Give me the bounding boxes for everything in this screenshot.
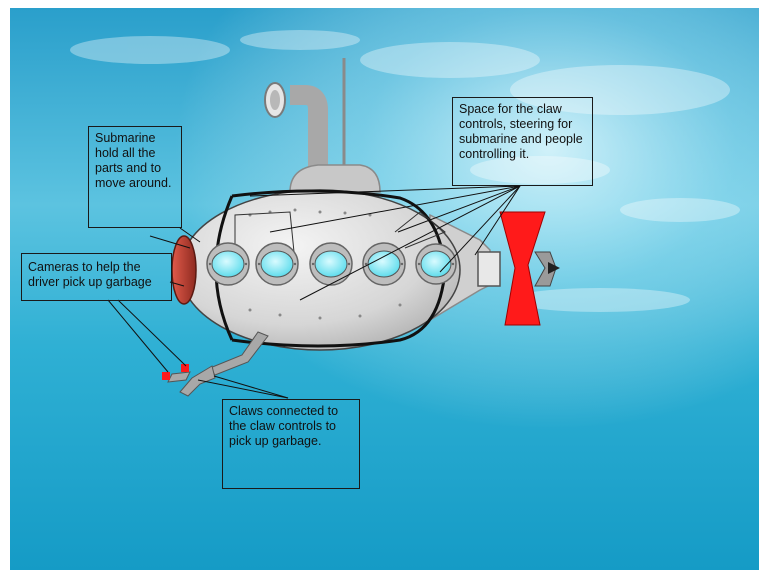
claw-icon	[162, 331, 269, 397]
label-claws: Claws connected to the claw controls to …	[222, 399, 360, 489]
label-cameras: Cameras to help the driver pick up garba…	[21, 253, 172, 301]
camera-icon	[171, 235, 197, 305]
water-ripples	[70, 30, 740, 312]
portholes	[206, 242, 457, 286]
annotation-lines	[107, 185, 521, 399]
submarine-illustration	[162, 58, 560, 397]
label-submarine-hull: Submarine hold all the parts and to move…	[88, 126, 182, 228]
label-controls-space: Space for the claw controls, steering fo…	[452, 97, 593, 186]
